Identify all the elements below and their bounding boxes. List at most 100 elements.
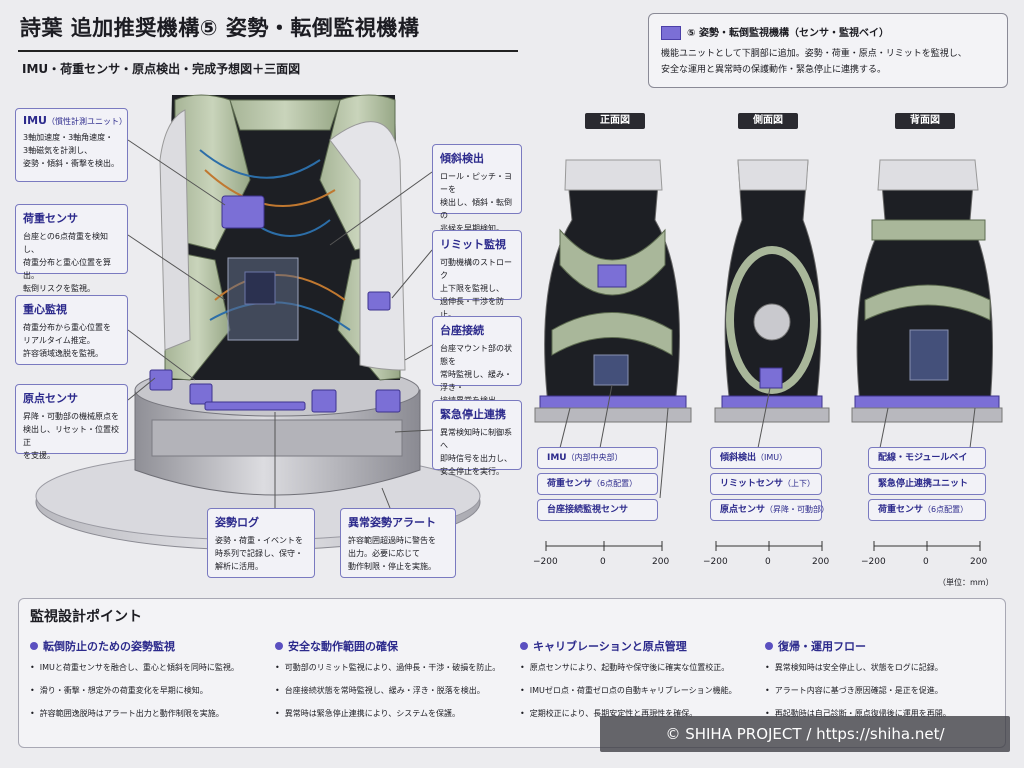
- callout-text: 3軸加速度・3軸角速度・: [23, 133, 114, 142]
- design-points-title: 監視設計ポイント: [30, 609, 142, 625]
- callout-text: 過伸長・干渉を防止。: [440, 297, 504, 319]
- front-view-drawing: [534, 159, 692, 423]
- point-item: 原点センサにより、起動時や保守後に確実な位置校正。: [520, 662, 752, 673]
- point-item: 可動部のリミット監視により、過伸長・干渉・破損を防止。: [275, 662, 507, 673]
- callout-text: 時系列で記録し、保守・: [215, 549, 303, 558]
- callout-text: 解析に活用。: [215, 562, 263, 571]
- callout-title: 姿勢ログ: [215, 516, 259, 529]
- point-column: 安全な動作範囲の確保 可動部のリミット監視により、過伸長・干渉・破損を防止。台座…: [275, 638, 507, 731]
- callout-emergency-stop: 緊急停止連携 異常検知時に制御系へ即時信号を出力し、安全停止を実行。: [432, 400, 522, 476]
- callout-text: 許容領域逸脱を監視。: [23, 349, 103, 358]
- callout-text: 即時信号を出力し、: [440, 454, 512, 463]
- scale-min: −200: [861, 557, 886, 567]
- scale-mid: 0: [765, 557, 771, 567]
- point-item: アラート内容に基づき原因確認・是正を促進。: [765, 685, 997, 696]
- point-item: IMUと荷重センサを融合し、重心と傾斜を同時に監視。: [30, 662, 262, 673]
- point-item: IMUゼロ点・荷重ゼロ点の自動キャリブレーション機能。: [520, 685, 752, 696]
- callout-text: 転倒リスクを監視。: [23, 284, 95, 293]
- back-label-estop-unit: 緊急停止連携ユニット: [868, 473, 986, 495]
- label-text: 荷重センサ: [878, 505, 924, 515]
- point-item: 滑り・衝撃・想定外の荷重変化を早期に検知。: [30, 685, 262, 696]
- legend-swatch: [661, 26, 681, 40]
- legend-line: 安全な運用と異常時の保護動作・緊急停止に連携する。: [661, 65, 887, 75]
- bullet-dot-icon: [520, 642, 528, 650]
- callout-title: 異常姿勢アラート: [348, 516, 436, 529]
- callout-text: 検出し、傾斜・転倒の: [440, 198, 512, 220]
- bullet-dot-icon: [765, 642, 773, 650]
- point-heading: キャリブレーションと原点管理: [533, 640, 687, 653]
- callout-text: 安全停止を実行。: [440, 467, 504, 476]
- callout-text: リアルタイム推定。: [23, 336, 95, 345]
- legend-description: 機能ユニットとして下胴部に追加。姿勢・荷重・原点・リミットを監視し、 安全な運用…: [661, 46, 999, 78]
- legend-line: 機能ユニットとして下胴部に追加。姿勢・荷重・原点・リミットを監視し、: [661, 49, 967, 59]
- back-view-tag: 背面図: [895, 113, 955, 129]
- callout-posture-alert: 異常姿勢アラート 許容範囲超過時に警告を出力。必要に応じて動作制限・停止を実施。: [340, 508, 456, 578]
- point-item: 許容範囲逸脱時はアラート出力と動作制限を実施。: [30, 708, 262, 719]
- front-label-load-sensor: 荷重センサ（6点配置）: [537, 473, 658, 495]
- front-label-mount-sensor: 台座接続監視センサ: [537, 499, 658, 521]
- point-column: キャリブレーションと原点管理 原点センサにより、起動時や保守後に確実な位置校正。…: [520, 638, 752, 731]
- callout-text: 兆候を早期検知。: [440, 224, 504, 233]
- callout-imu: IMU（慣性計測ユニット） 3軸加速度・3軸角速度・ 3軸磁気を計測し、姿勢・傾斜…: [15, 108, 128, 182]
- page-subtitle: IMU・荷重センサ・原点検出・完成予想図＋三面図: [22, 62, 301, 76]
- callout-text: 3軸磁気を計測し、: [23, 146, 93, 155]
- callout-title: 緊急停止連携: [440, 408, 506, 421]
- front-label-imu: IMU（内部中央部）: [537, 447, 658, 469]
- page-title: 詩葉 追加推奨機構⑤ 姿勢・転倒監視機構: [20, 16, 420, 40]
- label-text: リミットセンサ: [720, 479, 784, 489]
- scale-min: −200: [533, 557, 558, 567]
- side-view-drawing: [714, 159, 830, 423]
- side-label-tilt: 傾斜検出（IMU）: [710, 447, 822, 469]
- label-note: （内部中央部）: [566, 453, 623, 462]
- callout-text: 異常検知時に制御系へ: [440, 428, 512, 450]
- callout-text: 上下限を監視し、: [440, 284, 504, 293]
- callout-text: 動作制限・停止を実施。: [348, 562, 436, 571]
- scale-unit: （単位：mm）: [938, 578, 994, 587]
- callout-text: 姿勢・荷重・イベントを: [215, 536, 303, 545]
- label-text: 傾斜検出: [720, 453, 757, 463]
- callout-text: 昇降・可動部の機械原点を: [23, 412, 119, 421]
- scale-max: 200: [812, 557, 830, 567]
- callout-posture-log: 姿勢ログ 姿勢・荷重・イベントを時系列で記録し、保守・解析に活用。: [207, 508, 315, 578]
- legend-box: ⑤ 姿勢・転倒監視機構（センサ・監視ベイ） 機能ユニットとして下胴部に追加。姿勢…: [648, 13, 1008, 88]
- callout-text: 台座マウント部の状態を: [440, 344, 512, 366]
- callout-title-note: （慣性計測ユニット）: [46, 117, 127, 126]
- callout-text: 荷重分布と重心位置を算出。: [23, 258, 111, 280]
- callout-text: 可動機構のストローク: [440, 258, 512, 280]
- callout-tilt-detection: 傾斜検出 ロール・ピッチ・ヨーを検出し、傾斜・転倒の兆候を早期検知。: [432, 144, 522, 233]
- label-note: （6点配置）: [592, 479, 638, 488]
- back-label-wiring-bay: 配線・モジュールベイ: [868, 447, 986, 469]
- scale-mid: 0: [923, 557, 929, 567]
- callout-text: 台座との6点荷重を検知し、: [23, 232, 109, 254]
- callout-title: 原点センサ: [23, 392, 78, 405]
- point-column: 転倒防止のための姿勢監視 IMUと荷重センサを融合し、重心と傾斜を同時に監視。滑…: [30, 638, 262, 731]
- bullet-dot-icon: [30, 642, 38, 650]
- callout-center-of-gravity: 重心監視 荷重分布から重心位置をリアルタイム推定。許容領域逸脱を監視。: [15, 295, 128, 365]
- callout-title: 重心監視: [23, 303, 67, 316]
- callout-text: 姿勢・傾斜・衝撃を検出。: [23, 159, 119, 168]
- scale-min: −200: [703, 557, 728, 567]
- label-note: （昇降・可動部）: [765, 505, 830, 514]
- point-item: 台座接続状態を常時監視し、緩み・浮き・脱落を検出。: [275, 685, 507, 696]
- side-label-limit: リミットセンサ（上下）: [710, 473, 822, 495]
- callout-title: 傾斜検出: [440, 152, 484, 165]
- callout-text: ロール・ピッチ・ヨーを: [440, 172, 512, 194]
- side-view-tag: 側面図: [738, 113, 798, 129]
- scale-max: 200: [970, 557, 988, 567]
- callout-text: 許容範囲超過時に警告を: [348, 536, 436, 545]
- callout-text: 出力。必要に応じて: [348, 549, 420, 558]
- callout-title: 荷重センサ: [23, 212, 78, 225]
- bullet-dot-icon: [275, 642, 283, 650]
- legend-title: ⑤ 姿勢・転倒監視機構（センサ・監視ベイ）: [687, 28, 889, 39]
- point-heading: 復帰・運用フロー: [778, 640, 866, 653]
- label-text: 荷重センサ: [547, 479, 593, 489]
- point-heading: 安全な動作範囲の確保: [288, 640, 398, 653]
- point-item: 定期校正により、長期安定性と再現性を確保。: [520, 708, 752, 719]
- title-divider: [18, 50, 518, 52]
- label-text: IMU: [547, 453, 567, 463]
- callout-origin-sensor: 原点センサ 昇降・可動部の機械原点を検出し、リセット・位置校正を支援。: [15, 384, 128, 460]
- callout-title: IMU: [23, 114, 47, 127]
- callout-text: 常時監視し、緩み・浮き・: [440, 370, 512, 392]
